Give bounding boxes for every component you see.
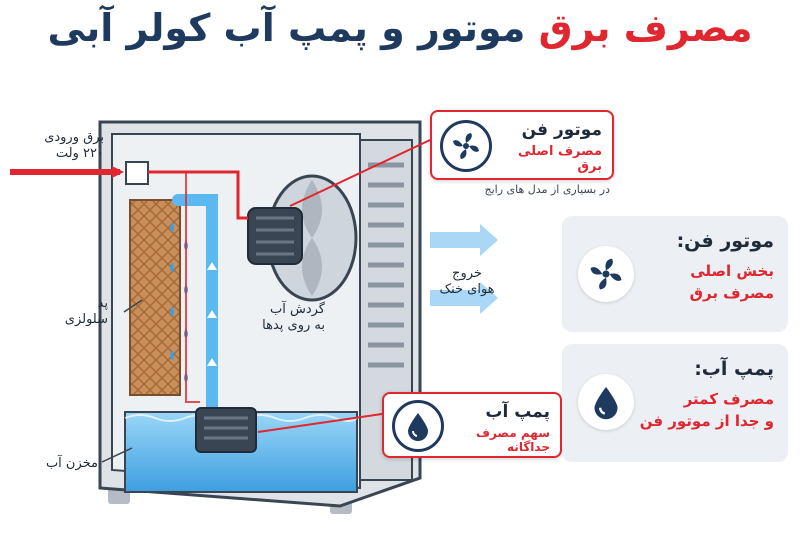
power-wire-pump <box>185 172 200 403</box>
water-drop-icon <box>392 400 444 452</box>
fan-motor-callout: موتور فن مصرف اصلی برق <box>430 110 614 180</box>
cool-air-arrows <box>430 224 498 314</box>
fan-callout-note: در بسیاری از مدل های رایج <box>484 183 610 196</box>
air-out-label: خروج هوای خنک <box>439 266 495 297</box>
page-title: مصرف برق موتور و پمپ آب کولر آبی <box>0 6 800 50</box>
power-wire-motor <box>148 170 248 220</box>
cellulose-pad <box>129 199 181 396</box>
fan-callout-subtitle: مصرف اصلی برق <box>517 144 602 174</box>
pump-card-line2: و جدا از موتور فن <box>639 412 774 430</box>
fan-callout-title: موتور فن <box>521 120 602 140</box>
fan-callout-leader <box>289 139 431 207</box>
pump-info-card: پمپ آب: مصرف کمتر و جدا از موتور فن <box>562 344 788 462</box>
tank-leader <box>101 447 133 463</box>
power-input-label: برق ورودی ۲۲۰ ولت <box>44 130 104 161</box>
pump-callout-title: پمپ آب <box>485 402 550 422</box>
fan-icon <box>578 246 634 302</box>
power-junction <box>125 161 149 185</box>
water-circulation-label: گردش آب به روی پدها <box>262 302 325 333</box>
title-word-2: برق <box>538 6 611 50</box>
water-tank-label: مخزن آب <box>45 456 98 471</box>
fan-motor <box>247 207 303 265</box>
water-pipe <box>172 194 218 418</box>
fan-info-card: موتور فن: بخش اصلی مصرف برق <box>562 216 788 332</box>
fan-icon <box>440 120 492 172</box>
pump-card-line1: مصرف کمتر <box>683 390 774 408</box>
fan-card-line1: بخش اصلی <box>690 262 774 280</box>
water-drop-icon <box>578 374 634 430</box>
cellulose-pad-label: پد سلولزی <box>64 296 108 327</box>
title-word-1: مصرف <box>623 6 753 50</box>
pad-leader <box>123 299 143 313</box>
pump-callout-subtitle: سهم مصرف جداگانه <box>476 426 550 454</box>
fan-card-line2: مصرف برق <box>689 284 774 302</box>
pump-card-heading: پمپ آب: <box>694 358 774 380</box>
water-pump-callout: پمپ آب سهم مصرف جداگانه <box>382 392 562 458</box>
title-rest: موتور و پمپ آب کولر آبی <box>47 6 526 50</box>
water-pump <box>195 407 257 453</box>
fan-card-heading: موتور فن: <box>676 230 774 252</box>
pump-callout-leader <box>257 413 383 433</box>
